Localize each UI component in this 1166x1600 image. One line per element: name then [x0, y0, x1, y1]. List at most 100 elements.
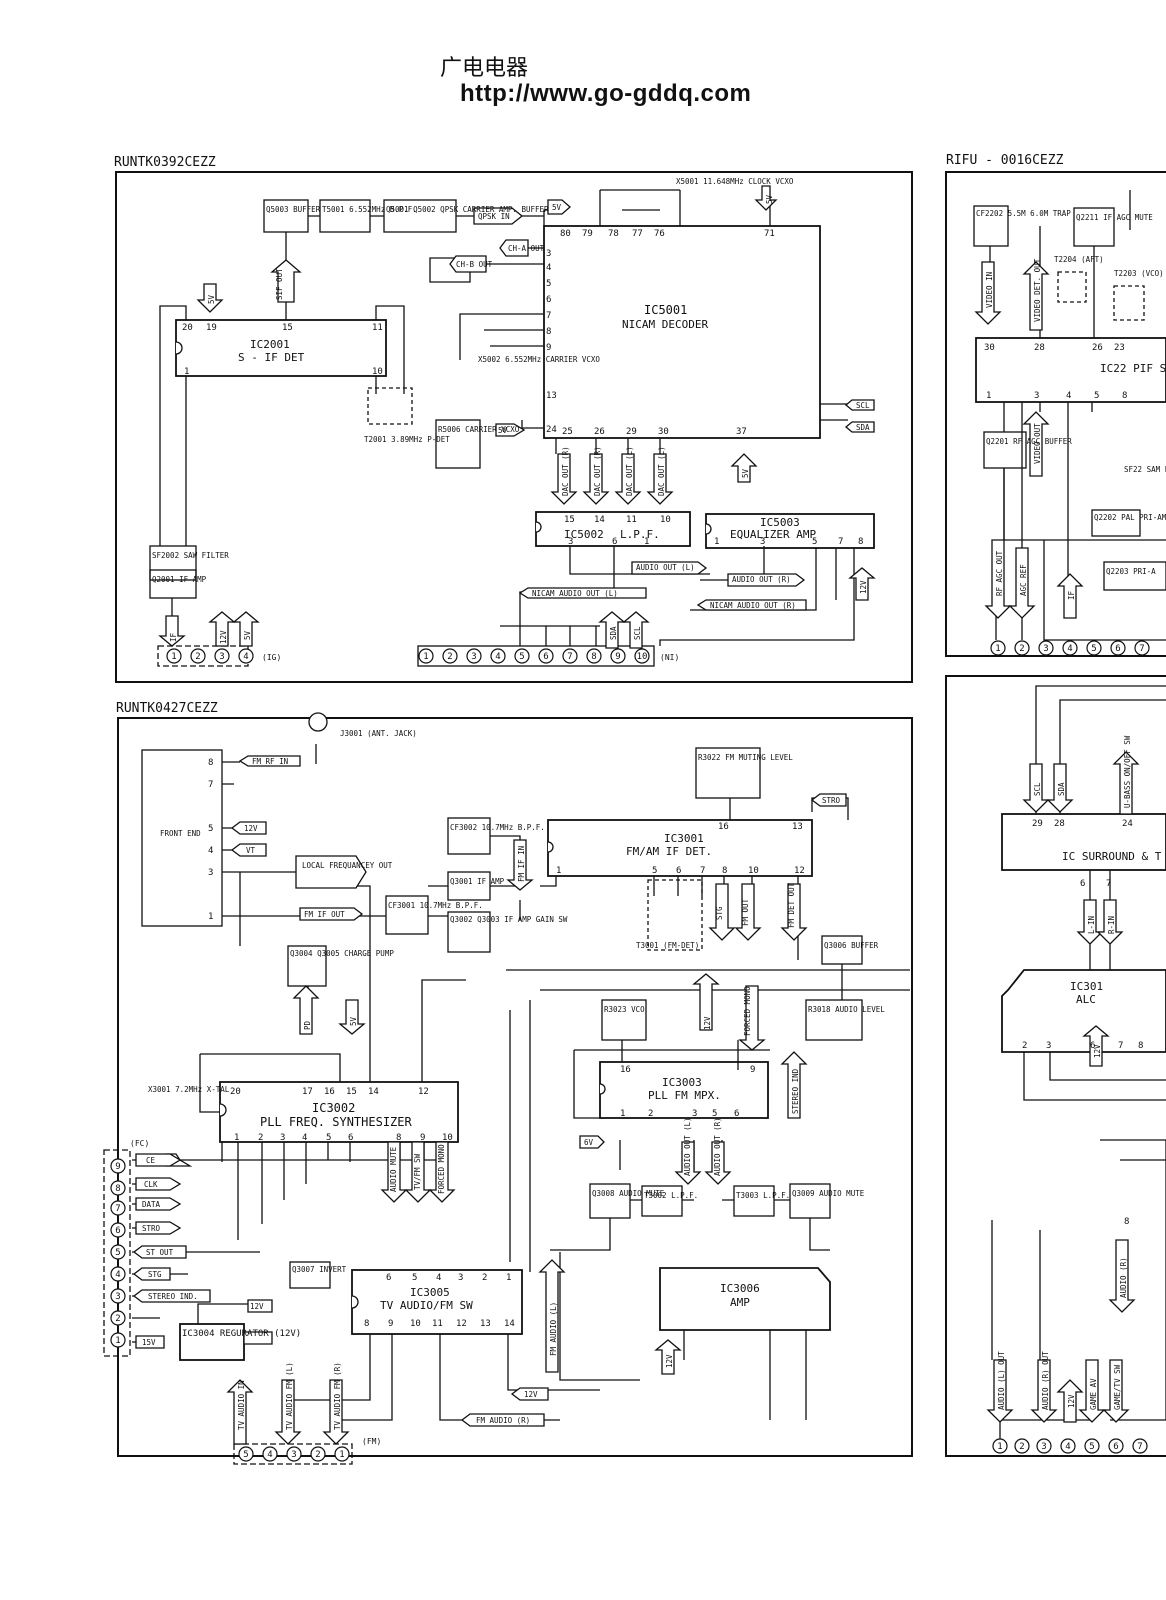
- qpsk-in-label: QPSK IN: [478, 212, 510, 221]
- x5002-label: X5002 6.552MHz CARRIER VCXO: [478, 355, 600, 364]
- r-in-label: R-IN: [1107, 916, 1116, 934]
- ic3001-id: IC3001: [664, 832, 704, 845]
- fm-unit: RUNTK0427CEZZ: [103, 701, 910, 1465]
- svg-text:13: 13: [546, 391, 557, 401]
- svg-text:1: 1: [556, 866, 561, 876]
- svg-text:4: 4: [243, 652, 248, 662]
- svg-text:6: 6: [676, 866, 681, 876]
- svg-text:6: 6: [115, 1226, 120, 1236]
- site-url[interactable]: http://www.go-gddq.com: [460, 80, 752, 107]
- svg-text:14: 14: [368, 1087, 379, 1097]
- svg-text:12: 12: [456, 1319, 467, 1329]
- audio-l-out-label: AUDIO (L) OUT: [997, 1351, 1006, 1410]
- pif-ic-name: IC22 PIF SIF: [1100, 362, 1166, 375]
- svg-text:13: 13: [480, 1319, 491, 1329]
- svg-text:6: 6: [543, 652, 548, 662]
- svg-text:3: 3: [471, 652, 476, 662]
- svg-text:30: 30: [658, 427, 669, 437]
- pd-label: PD: [303, 1020, 312, 1030]
- svg-text:19: 19: [206, 323, 217, 333]
- svg-text:1: 1: [423, 652, 428, 662]
- dac-out-r2-label: DAC OUT (R): [593, 446, 602, 496]
- svg-text:9: 9: [115, 1162, 120, 1172]
- svg-text:71: 71: [764, 229, 775, 239]
- power-12v-mpx: 12V: [703, 1016, 712, 1030]
- q2203-label: Q2203 PRI-A: [1106, 567, 1156, 576]
- svg-text:7: 7: [1118, 1041, 1123, 1051]
- surround-sda-label: SDA: [1057, 782, 1066, 796]
- r3023-label: R3023 VCO: [604, 1005, 645, 1014]
- svg-text:2: 2: [648, 1109, 653, 1119]
- r3018-label: R3018 AUDIO LEVEL: [808, 1005, 885, 1014]
- q3004-label: Q3004 Q3005 CHARGE PUMP: [290, 949, 394, 958]
- svg-text:7: 7: [700, 866, 705, 876]
- power-5v-label-6: 5V: [243, 630, 252, 640]
- svg-text:7: 7: [1139, 644, 1144, 654]
- svg-text:10: 10: [442, 1133, 453, 1143]
- cf3001-label: CF3001 10.7MHz B.P.F.: [388, 901, 483, 910]
- power-5v-fm: 5V: [349, 1016, 358, 1026]
- svg-text:6: 6: [546, 295, 551, 305]
- svg-text:9: 9: [615, 652, 620, 662]
- svg-text:1: 1: [620, 1109, 625, 1119]
- svg-text:77: 77: [632, 229, 643, 239]
- stereo-ind-label: STEREO IND: [791, 1068, 800, 1114]
- svg-text:4: 4: [1065, 1442, 1070, 1452]
- ic3002-name: PLL FREQ. SYNTHESIZER: [260, 1115, 412, 1129]
- forced-mono-pll-label: FORCED MONO: [437, 1144, 446, 1194]
- svg-text:3: 3: [280, 1133, 285, 1143]
- svg-text:3: 3: [291, 1450, 296, 1460]
- svg-text:5: 5: [546, 279, 551, 289]
- svg-text:3: 3: [568, 537, 573, 547]
- svg-text:7: 7: [208, 780, 213, 790]
- svg-text:2: 2: [1019, 644, 1024, 654]
- st-out-label: ST OUT: [146, 1248, 174, 1257]
- svg-text:2: 2: [1019, 1442, 1024, 1452]
- l-in-label: L-IN: [1087, 916, 1096, 934]
- svg-text:3: 3: [1043, 644, 1048, 654]
- video-det-out-label: VIDEO DET. OUT: [1033, 258, 1042, 322]
- svg-text:7: 7: [1137, 1442, 1142, 1452]
- svg-text:8: 8: [1138, 1041, 1143, 1051]
- fm-audio-l-label: FM AUDIO (L): [549, 1302, 558, 1356]
- t2001-label: T2001 3.89MHz P-DET: [364, 435, 450, 444]
- svg-text:10: 10: [410, 1319, 421, 1329]
- stg-label: STG: [715, 906, 724, 920]
- forced-mono-label: FORCED MONO: [743, 986, 752, 1036]
- svg-text:4: 4: [546, 263, 551, 273]
- svg-text:1: 1: [115, 1336, 120, 1346]
- tv-audio-fm-l-label: TV AUDIO FM (L): [285, 1362, 294, 1430]
- svg-text:1: 1: [997, 1442, 1002, 1452]
- svg-text:29: 29: [626, 427, 637, 437]
- svg-text:2: 2: [482, 1273, 487, 1283]
- svg-text:5: 5: [1091, 644, 1096, 654]
- connector-ig-label: (IG): [262, 653, 281, 662]
- svg-text:6: 6: [1113, 1442, 1118, 1452]
- dac-out-l1-label: DAC OUT (L): [625, 446, 634, 496]
- q2211-label: Q2211 IF AGC MUTE: [1076, 213, 1153, 222]
- power-5v-label-2: 5V: [498, 426, 508, 435]
- svg-text:16: 16: [620, 1065, 631, 1075]
- svg-text:23: 23: [1114, 343, 1125, 353]
- svg-text:15: 15: [282, 323, 293, 333]
- t5001-label: T5001 6.552MHz B.P.F.: [322, 205, 417, 214]
- nicam-unit-label: RUNTK0392CEZZ: [114, 155, 216, 170]
- svg-text:4: 4: [436, 1273, 441, 1283]
- svg-text:9: 9: [546, 343, 551, 353]
- q3008-label: Q3008 AUDIO MUTE: [592, 1189, 665, 1198]
- svg-text:1: 1: [986, 391, 991, 401]
- fm-if-out-label: FM IF OUT: [304, 910, 345, 919]
- svg-text:4: 4: [208, 846, 213, 856]
- ic301-id: IC301: [1070, 980, 1103, 993]
- svg-text:11: 11: [626, 515, 637, 525]
- ic3003-name: PLL FM MPX.: [648, 1089, 721, 1102]
- ic2001-name: S - IF DET: [238, 351, 305, 364]
- audio-out-l-label: AUDIO OUT (L): [636, 563, 695, 572]
- svg-text:10: 10: [748, 866, 759, 876]
- t2203-label: T2203 (VCO): [1114, 269, 1164, 278]
- svg-text:7: 7: [838, 537, 843, 547]
- svg-text:1: 1: [184, 367, 189, 377]
